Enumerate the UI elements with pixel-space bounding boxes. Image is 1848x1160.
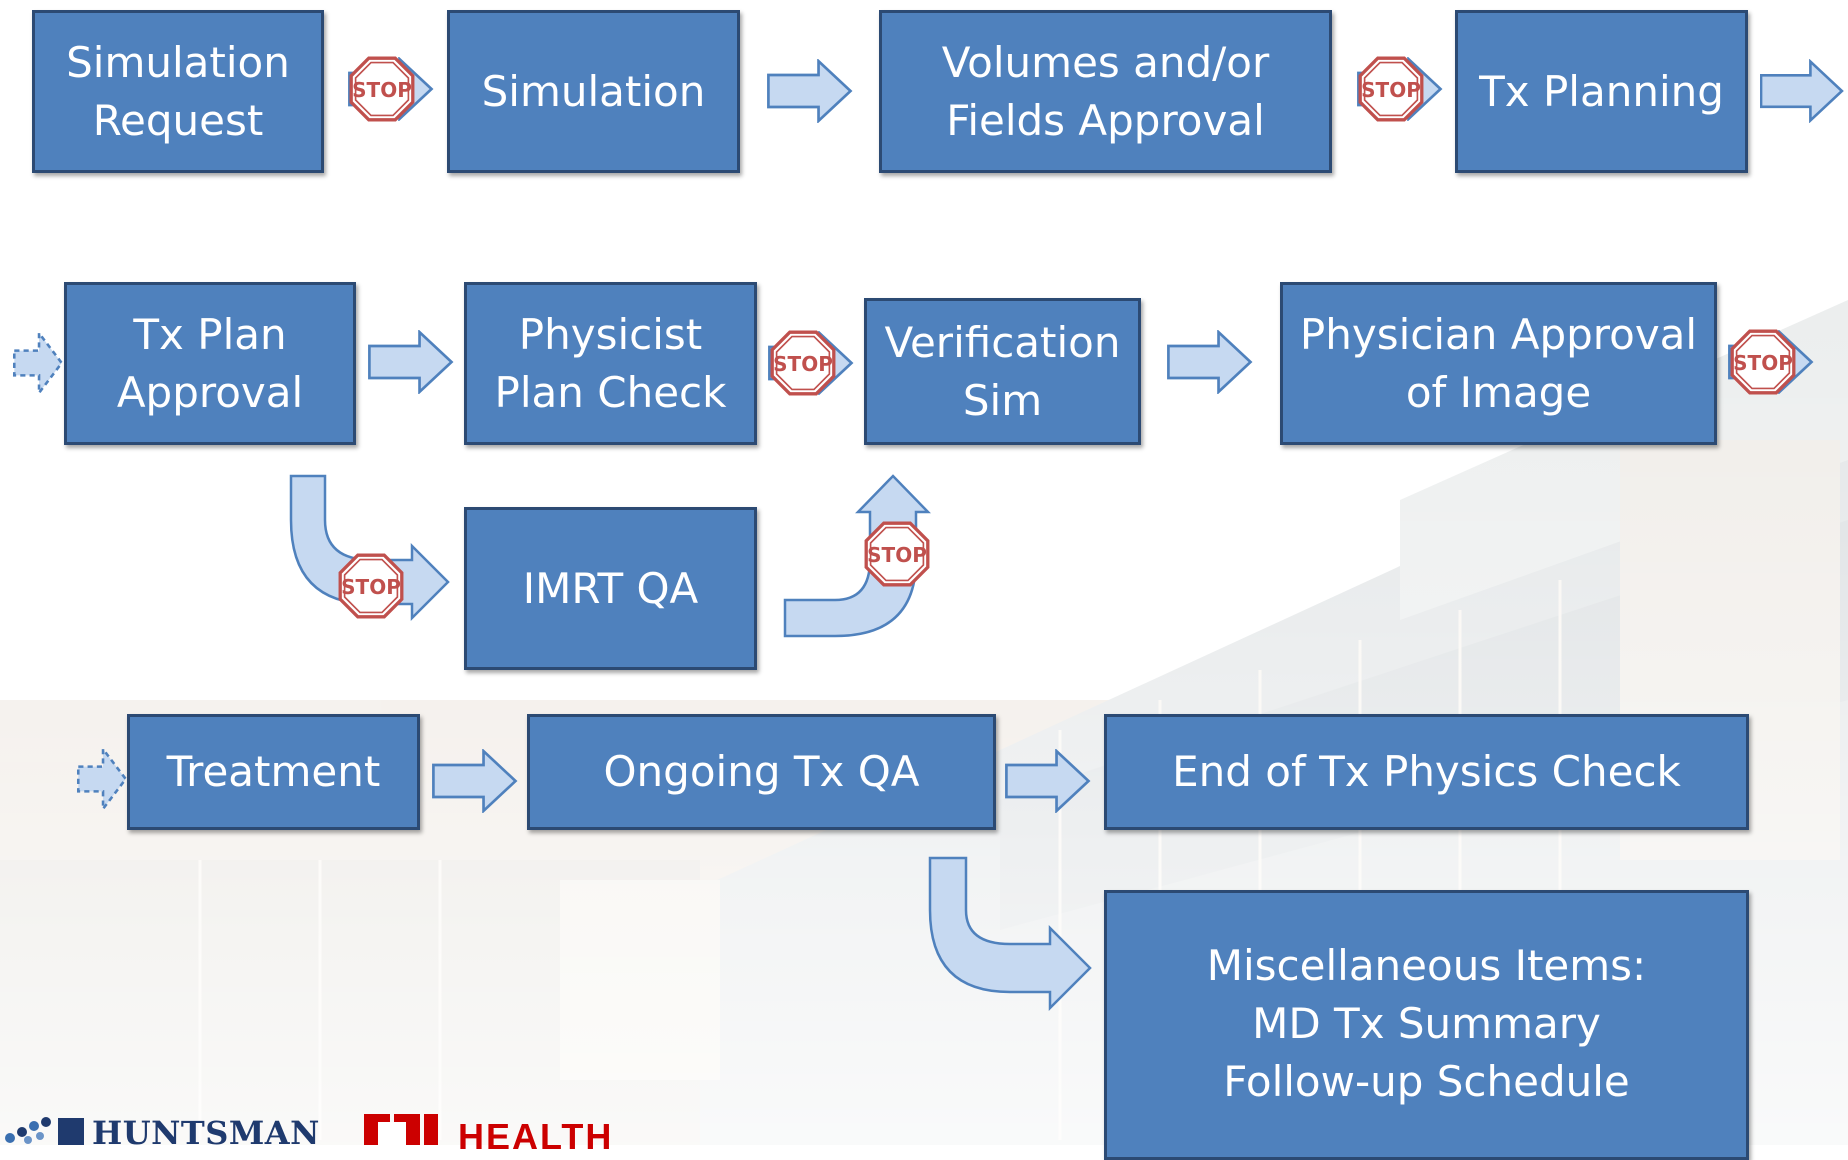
stop-arrow-1: STOP — [348, 56, 433, 122]
block-arrow-icon — [1167, 330, 1252, 394]
step-label: Simulation Request — [66, 37, 290, 145]
bent-arrow-down-right: STOP — [289, 474, 450, 622]
block-arrow-icon — [767, 59, 852, 123]
step-simulation-request: Simulation Request — [32, 10, 324, 173]
step-simulation: Simulation — [447, 10, 740, 173]
step-treatment: Treatment — [127, 714, 420, 830]
step-miscellaneous-items: Miscellaneous Items: MD Tx Summary Follo… — [1104, 890, 1749, 1160]
step-label: Treatment — [166, 747, 381, 796]
step-label: Ongoing Tx QA — [603, 747, 920, 796]
bent-arrow-icon — [783, 474, 931, 638]
stop-sign-label: STOP — [867, 543, 927, 567]
stop-sign-label: STOP — [1361, 78, 1421, 102]
bent-arrow-icon — [289, 474, 450, 622]
stop-sign-label: STOP — [352, 78, 412, 102]
stop-arrow-2: STOP — [1357, 56, 1442, 122]
step-imrt-qa: IMRT QA — [464, 507, 757, 670]
huntsman-logo: HUNTSMAN — [0, 1112, 319, 1152]
block-arrow-icon — [432, 749, 517, 813]
step-label: IMRT QA — [522, 563, 699, 613]
step-label: Tx Planning — [1479, 66, 1724, 116]
bent-arrow-right-up: STOP — [783, 474, 931, 638]
step-label: Verification Sim — [884, 317, 1121, 425]
step-tx-plan-approval: Tx Plan Approval — [64, 282, 356, 445]
step-ongoing-tx-qa: Ongoing Tx QA — [527, 714, 996, 830]
block-arrow-icon — [368, 330, 453, 394]
step-volumes-fields-approval: Volumes and/or Fields Approval — [879, 10, 1332, 173]
dashed-arrow-icon — [12, 331, 64, 395]
stop-arrow-4: STOP — [1728, 329, 1813, 395]
bent-arrow-ongoing-to-misc — [928, 856, 1092, 1012]
huntsman-emblem-icon — [5, 1117, 84, 1145]
dashed-arrow-icon — [76, 747, 128, 811]
step-label: End of Tx Physics Check — [1172, 747, 1681, 796]
step-end-of-tx-physics-check: End of Tx Physics Check — [1104, 714, 1749, 830]
step-tx-planning: Tx Planning — [1455, 10, 1748, 173]
step-label: Physicist Plan Check — [494, 309, 727, 417]
university-u-icon — [364, 1114, 438, 1145]
step-label: Physician Approval of Image — [1299, 309, 1698, 417]
bent-arrow-icon — [928, 856, 1092, 1012]
health-logo: HEALTH — [364, 1112, 664, 1157]
health-logo-text: HEALTH — [458, 1116, 614, 1157]
step-label: Volumes and/or Fields Approval — [941, 37, 1270, 145]
step-label: Simulation — [481, 66, 706, 116]
step-verification-sim: Verification Sim — [864, 298, 1141, 445]
step-label: Tx Plan Approval — [116, 309, 304, 417]
stop-arrow-3: STOP — [768, 330, 853, 396]
step-label: Miscellaneous Items: MD Tx Summary Follo… — [1206, 941, 1647, 1106]
block-arrow-icon — [1760, 60, 1844, 122]
stop-sign-label: STOP — [341, 575, 401, 599]
huntsman-logo-text: HUNTSMAN — [92, 1114, 320, 1152]
step-physicist-plan-check: Physicist Plan Check — [464, 282, 757, 445]
stop-sign-label: STOP — [1733, 351, 1793, 375]
stop-sign-label: STOP — [773, 352, 833, 376]
step-physician-approval-image: Physician Approval of Image — [1280, 282, 1717, 445]
block-arrow-icon — [1005, 749, 1090, 813]
